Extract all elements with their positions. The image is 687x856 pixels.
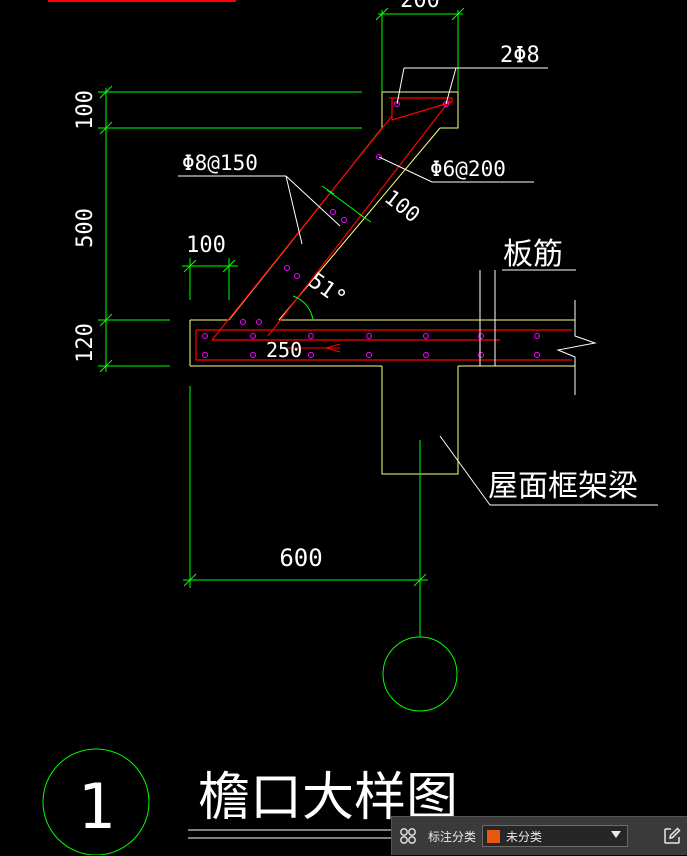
- rebar-lines: [195, 97, 572, 361]
- label-2phi8: 2Φ8: [500, 43, 540, 68]
- category-selected-value: 未分类: [506, 829, 543, 844]
- annotation-toolbar: 标注分类 未分类: [391, 816, 687, 855]
- label-slab-rebar: 板筋: [503, 237, 563, 272]
- concrete-outline: [189, 91, 575, 475]
- break-line-symbol: [556, 300, 597, 395]
- dim-top-200: 200: [400, 0, 440, 13]
- angle-51: 51°: [304, 268, 351, 311]
- dim-left-100: 100: [73, 90, 98, 130]
- detail-number: 1: [77, 770, 114, 843]
- label-phi6-200: Φ6@200: [430, 157, 506, 181]
- dim-left-500: 500: [73, 208, 98, 248]
- dim-left-120: 120: [73, 323, 98, 363]
- rebar-dots: [202, 101, 540, 358]
- leader-lines: [178, 67, 658, 839]
- category-color-swatch: [487, 829, 501, 843]
- dim-250: 250: [266, 338, 302, 362]
- category-dropdown[interactable]: 未分类: [482, 825, 629, 847]
- dimension-lines: [42, 7, 465, 855]
- chevron-down-icon: [611, 831, 622, 838]
- edit-icon[interactable]: [657, 817, 687, 856]
- label-phi8-150: Φ8@150: [182, 151, 258, 175]
- dim-horiz-100: 100: [186, 233, 226, 258]
- label-roof-beam: 屋面框架梁: [488, 469, 638, 504]
- annotation-category-label: 标注分类: [428, 829, 477, 844]
- dim-600: 600: [279, 544, 322, 572]
- grid-icon[interactable]: [392, 817, 424, 856]
